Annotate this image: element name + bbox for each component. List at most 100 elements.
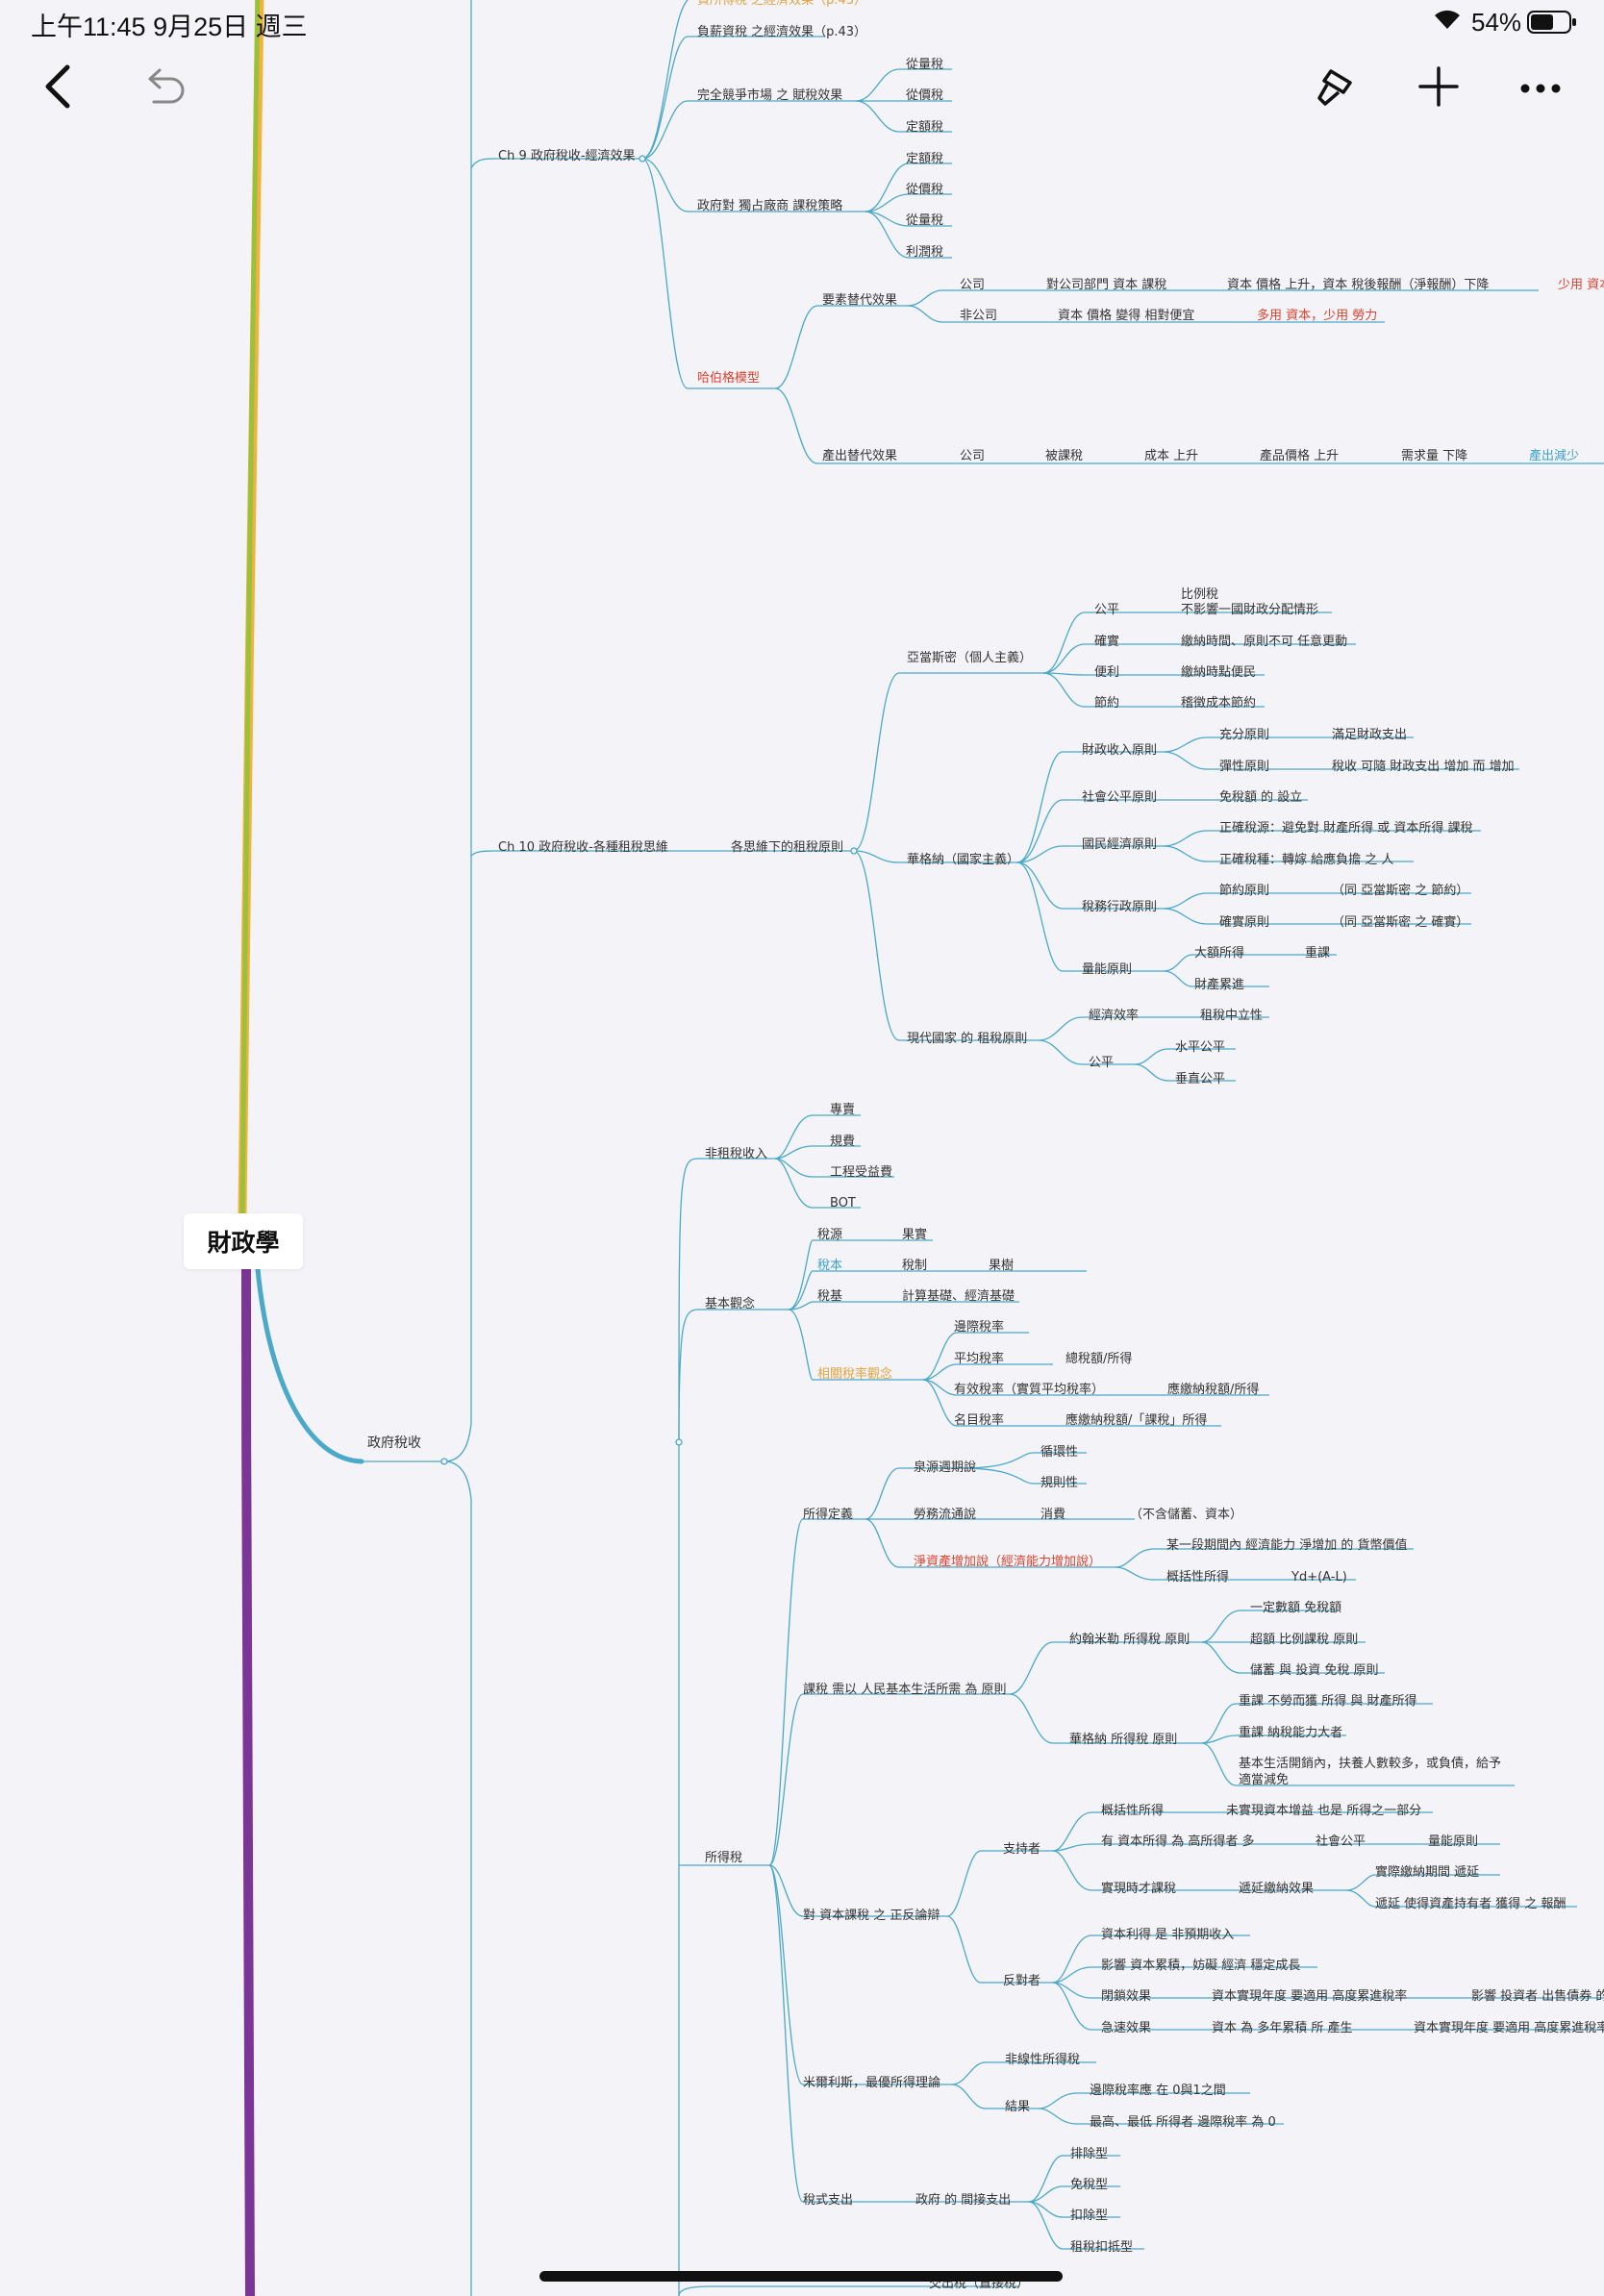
node-it3a2y[interactable]: 量能原則: [1428, 1834, 1479, 1849]
node-w3[interactable]: 國民經濟原則: [1082, 837, 1158, 852]
node-os-1[interactable]: 公司: [960, 449, 986, 463]
node-wagner[interactable]: 華格納（國家主義）: [907, 853, 1020, 867]
node-ch9-d2[interactable]: 從價稅: [906, 183, 944, 197]
node-ch9-c1[interactable]: 從量稅: [906, 58, 944, 72]
node-it3a3y1[interactable]: 實際繳納期間 遞延: [1375, 1865, 1480, 1880]
node-os-3[interactable]: 成本 上升: [1144, 449, 1199, 463]
node-it2b2[interactable]: 重課 納稅能力大者: [1239, 1726, 1343, 1740]
node-it3b1[interactable]: 資本利得 是 非預期收入: [1101, 1928, 1235, 1942]
node-smith-3[interactable]: 便利: [1094, 665, 1120, 680]
node-it2b1[interactable]: 重課 不勞而獲 所得 與 財產所得: [1239, 1694, 1417, 1709]
node-m2a[interactable]: 水平公平: [1175, 1040, 1226, 1055]
node-b4[interactable]: 相關稅率觀念: [817, 1367, 893, 1382]
node-it3b3y[interactable]: 影響 投資者 出售債券 的: [1471, 1989, 1604, 2004]
node-it2a1[interactable]: 一定數額 免稅額: [1250, 1601, 1342, 1615]
node-it1b2[interactable]: （不含儲蓄、資本）: [1130, 1508, 1243, 1522]
node-b4b1[interactable]: 總稅額/所得: [1065, 1352, 1133, 1366]
node-smith-1[interactable]: 公平: [1094, 603, 1120, 617]
node-m2[interactable]: 公平: [1089, 1056, 1115, 1070]
node-fs-noncorp[interactable]: 非公司: [960, 309, 998, 323]
node-smith-1a[interactable]: 比例稅: [1181, 587, 1219, 602]
node-it4a[interactable]: 非線性所得稅: [1005, 2053, 1081, 2067]
node-b3a[interactable]: 計算基礎、經濟基礎: [902, 1289, 1015, 1304]
node-it2a2[interactable]: 超額 比例課稅 原則: [1250, 1633, 1359, 1647]
node-b4d1[interactable]: 應繳納稅額/「課稅」所得: [1065, 1413, 1208, 1428]
node-smith-2a[interactable]: 繳納時間、原則不可 任意更動: [1181, 635, 1348, 649]
node-it3b4x[interactable]: 資本 為 多年累積 所 產生: [1212, 2021, 1353, 2035]
node-smith-4a[interactable]: 稽徵成本節約: [1181, 696, 1257, 711]
node-basic[interactable]: 基本觀念: [705, 1297, 756, 1311]
node-nontax[interactable]: 非租稅收入: [705, 1147, 768, 1161]
node-it3a3[interactable]: 實現時才課稅: [1101, 1882, 1177, 1896]
node-w4b1[interactable]: （同 亞當斯密 之 確實）: [1332, 915, 1469, 930]
node-b2a[interactable]: 稅制: [902, 1259, 928, 1273]
node-w5[interactable]: 量能原則: [1082, 962, 1133, 977]
node-it2a3[interactable]: 儲蓄 與 投資 免稅 原則: [1250, 1663, 1379, 1678]
back-button[interactable]: [27, 58, 88, 119]
node-b2b[interactable]: 果樹: [989, 1259, 1015, 1273]
node-ch9-c[interactable]: 完全競爭市場 之 賦稅效果: [697, 88, 843, 103]
node-smith-2[interactable]: 確實: [1094, 635, 1120, 649]
node-ch9[interactable]: Ch 9 政府稅收-經濟效果: [498, 149, 636, 163]
node-it3b4y[interactable]: 資本實現年度 要適用 高度累進稅率: [1414, 2021, 1604, 2035]
node-ch9-d3[interactable]: 從量稅: [906, 213, 944, 228]
node-b4c1[interactable]: 應繳納稅額/所得: [1167, 1383, 1260, 1397]
node-fs-corp-3[interactable]: 少用 資本: [1558, 278, 1604, 292]
node-harberger-model[interactable]: 哈伯格模型: [697, 371, 761, 386]
node-ch9-c2[interactable]: 從價稅: [906, 88, 944, 103]
node-it3[interactable]: 對 資本課稅 之 正反論辯: [803, 1909, 940, 1923]
node-it2a[interactable]: 約翰米勒 所得稅 原則: [1069, 1633, 1190, 1647]
node-it1c3[interactable]: Yd+(A-L): [1291, 1570, 1347, 1585]
node-it4[interactable]: 米爾利斯，最優所得理論: [803, 2076, 941, 2090]
node-ch10-principles[interactable]: 各思維下的租稅原則: [731, 840, 844, 855]
node-w1b[interactable]: 彈性原則: [1219, 760, 1270, 774]
node-it3a3y2[interactable]: 遞延 使得資產持有者 獲得 之 報酬: [1375, 1897, 1566, 1911]
node-b2[interactable]: 稅本: [817, 1259, 843, 1273]
node-nt4[interactable]: BOT: [830, 1196, 856, 1210]
node-fs-corp-2[interactable]: 資本 價格 上升，資本 稅後報酬（淨報酬）下降: [1227, 278, 1490, 292]
node-it3b3[interactable]: 閉鎖效果: [1101, 1989, 1152, 2004]
node-it1a2[interactable]: 規則性: [1040, 1476, 1079, 1490]
node-income-tax[interactable]: 所得稅: [705, 1851, 743, 1865]
node-fs-corp[interactable]: 公司: [960, 278, 986, 292]
node-os-4[interactable]: 產品價格 上升: [1260, 449, 1340, 463]
node-it1b[interactable]: 勞務流通說: [914, 1508, 977, 1522]
node-it3b3x[interactable]: 資本實現年度 要適用 高度累進稅率: [1212, 1989, 1408, 2004]
node-it5[interactable]: 稅式支出: [803, 2193, 854, 2208]
node-it1c[interactable]: 淨資產增加說（經濟能力增加說）: [914, 1555, 1102, 1569]
node-it2b3b[interactable]: 適當減免: [1239, 1773, 1290, 1787]
node-it3a2x[interactable]: 社會公平: [1316, 1834, 1366, 1849]
node-w1[interactable]: 財政收入原則: [1082, 743, 1158, 758]
node-nt1[interactable]: 專賣: [830, 1103, 856, 1117]
node-output-substitution[interactable]: 產出替代效果: [822, 449, 898, 463]
node-it5a[interactable]: 政府 的 間接支出: [915, 2193, 1012, 2208]
node-b4a[interactable]: 邊際稅率: [954, 1320, 1005, 1335]
node-it2b[interactable]: 華格納 所得稅 原則: [1069, 1733, 1178, 1747]
node-it1a1[interactable]: 循環性: [1040, 1445, 1079, 1460]
node-w1b1[interactable]: 稅收 可隨 財政支出 增加 而 增加: [1332, 760, 1515, 774]
node-it3a1x[interactable]: 未實現資本增益 也是 所得之一部分: [1226, 1804, 1422, 1818]
node-it3b2[interactable]: 影響 資本累積，妨礙 經濟 穩定成長: [1101, 1959, 1301, 1973]
node-it1[interactable]: 所得定義: [803, 1508, 854, 1522]
node-os-2[interactable]: 被課稅: [1045, 449, 1084, 463]
node-it4b[interactable]: 結果: [1005, 2100, 1031, 2114]
node-it5a1[interactable]: 排除型: [1070, 2147, 1109, 2161]
node-it1c1[interactable]: 某一段期間內 經濟能力 淨增加 的 貨幣價值: [1166, 1538, 1408, 1553]
node-fs-noncorp-2[interactable]: 多用 資本，少用 勞力: [1257, 309, 1378, 323]
node-smith-4[interactable]: 節約: [1094, 696, 1120, 711]
node-b4b[interactable]: 平均稅率: [954, 1352, 1005, 1366]
node-it2b3a[interactable]: 基本生活開銷內，扶養人數較多，或負債，給予: [1239, 1757, 1502, 1771]
node-w2[interactable]: 社會公平原則: [1082, 790, 1158, 805]
node-w5b[interactable]: 財產累進: [1194, 978, 1245, 992]
node-ch9-b[interactable]: 負薪資稅 之經濟效果（p.43）: [697, 25, 867, 39]
node-w4[interactable]: 稅務行政原則: [1082, 900, 1158, 914]
node-nt2[interactable]: 規費: [830, 1135, 856, 1149]
node-smith-3a[interactable]: 繳納時點便民: [1181, 665, 1257, 680]
node-b4d[interactable]: 名目稅率: [954, 1413, 1005, 1428]
node-ch9-d[interactable]: 政府對 獨占廠商 課稅策略: [697, 199, 843, 213]
node-it2[interactable]: 課稅 需以 人民基本生活所需 為 原則: [803, 1683, 1007, 1697]
node-w4b[interactable]: 確實原則: [1219, 915, 1270, 930]
node-fs-corp-1[interactable]: 對公司部門 資本 課稅: [1046, 278, 1167, 292]
node-m1[interactable]: 經濟效率: [1089, 1009, 1140, 1023]
node-b3[interactable]: 稅基: [817, 1289, 843, 1304]
